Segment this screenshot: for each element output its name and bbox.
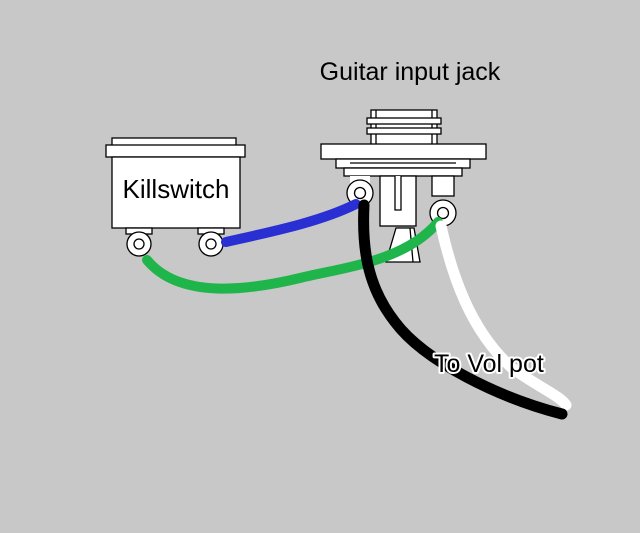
- wire-white: [435, 220, 572, 411]
- wire-blue: [221, 199, 361, 247]
- jack-flange: [320, 143, 487, 160]
- guitar-input-jack: [320, 109, 487, 263]
- killswitch-label: Killswitch: [123, 174, 230, 204]
- vol-pot-label: To Vol pot: [434, 350, 544, 378]
- wire-green: [142, 217, 443, 294]
- jack-label: Guitar input jack: [320, 58, 501, 86]
- killswitch: [105, 137, 246, 257]
- wire-black: [358, 199, 568, 420]
- killswitch-body: [111, 156, 241, 229]
